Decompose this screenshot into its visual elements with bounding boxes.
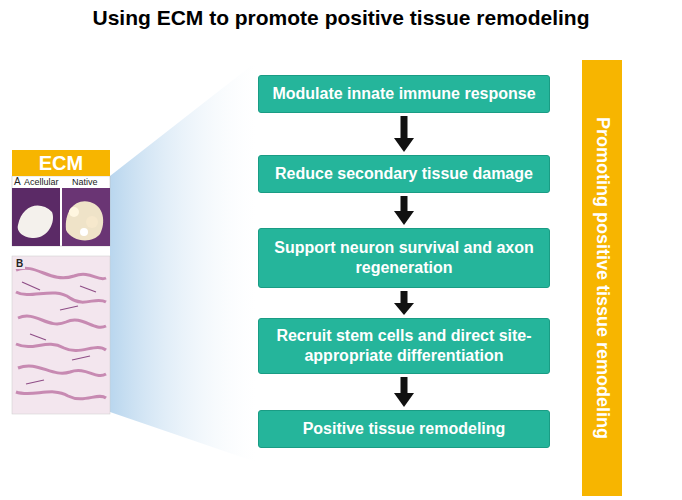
side-bar: Promoting positive tissue remodeling — [582, 60, 622, 496]
image-label: Acellular — [24, 177, 59, 187]
diagram-title: Using ECM to promote positive tissue rem… — [0, 6, 682, 30]
node-text: Recruit stem cells and direct site-appro… — [271, 326, 537, 366]
node-text: Promoting positive tissue remodeling — [592, 117, 613, 439]
process-box: Recruit stem cells and direct site-appro… — [258, 318, 550, 374]
node-text: Modulate innate immune response — [272, 84, 535, 104]
process-box: Positive tissue remodeling — [258, 410, 550, 448]
ecm-header: ECM — [12, 150, 110, 176]
panel-letter: B — [14, 258, 25, 269]
flow-arrow — [394, 291, 414, 315]
node-text: ECM — [39, 152, 83, 175]
process-box: Support neuron survival and axon regener… — [258, 228, 550, 288]
node-text: Reduce secondary tissue damage — [275, 164, 533, 184]
process-box: Modulate innate immune response — [258, 75, 550, 113]
panel-letter: A — [14, 176, 21, 187]
flow-arrow — [394, 196, 414, 225]
image-label: Native — [72, 177, 98, 187]
node-text: Support neuron survival and axon regener… — [271, 238, 537, 278]
process-box: Reduce secondary tissue damage — [258, 155, 550, 193]
node-text: Positive tissue remodeling — [303, 419, 506, 439]
flow-arrow — [394, 116, 414, 152]
flow-arrow — [394, 377, 414, 407]
